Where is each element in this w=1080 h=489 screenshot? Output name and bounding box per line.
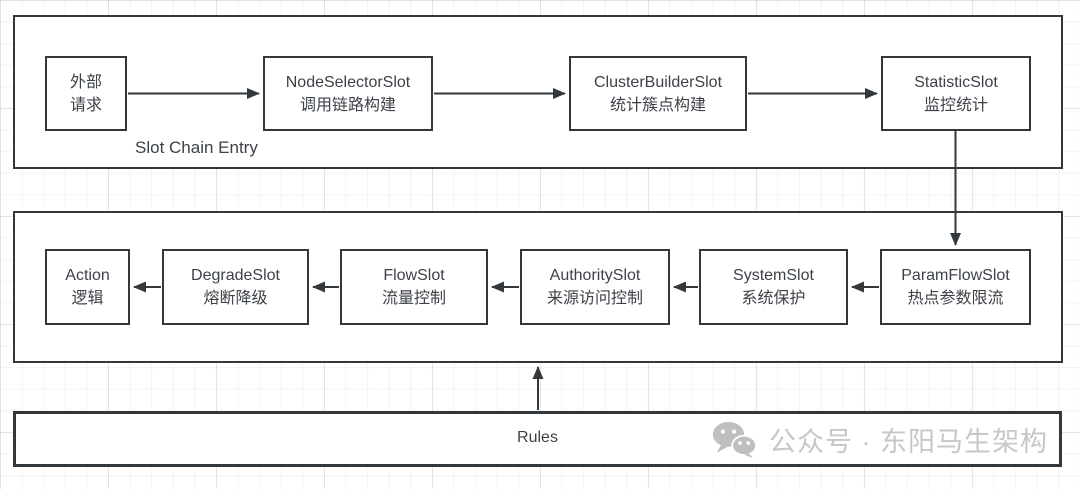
node-node-selector-slot: NodeSelectorSlot 调用链路构建 xyxy=(263,56,433,131)
node-label-zh: 流量控制 xyxy=(381,290,446,307)
node-label-en: FlowSlot xyxy=(383,267,445,284)
node-label-zh: 统计簇点构建 xyxy=(609,96,706,114)
node-label-zh: 调用链路构建 xyxy=(299,96,396,114)
node-label-en: 外部 xyxy=(69,73,102,91)
node-authority-slot: AuthoritySlot 来源访问控制 xyxy=(520,249,670,325)
node-label-en: ParamFlowSlot xyxy=(901,267,1010,284)
node-degrade-slot: DegradeSlot 熔断降级 xyxy=(162,249,309,325)
node-statistic-slot: StatisticSlot 监控统计 xyxy=(881,56,1031,131)
node-label-zh: 逻辑 xyxy=(71,290,104,307)
node-label-en: Action xyxy=(65,267,110,284)
node-label-en: NodeSelectorSlot xyxy=(285,73,411,91)
node-flow-slot: FlowSlot 流量控制 xyxy=(340,249,488,325)
slot-chain-entry-label: Slot Chain Entry xyxy=(135,138,258,157)
node-label-zh: 熔断降级 xyxy=(203,290,268,307)
node-label-zh: 热点参数限流 xyxy=(907,290,1004,307)
node-action: Action 逻辑 xyxy=(45,249,130,325)
node-external-request: 外部 请求 xyxy=(45,56,127,131)
node-label-en: DegradeSlot xyxy=(191,267,280,284)
node-label-en: ClusterBuilderSlot xyxy=(593,73,723,91)
node-label-en: SystemSlot xyxy=(733,267,814,284)
node-label-zh: 请求 xyxy=(69,96,102,114)
watermark: 公众号 · 东阳马生架构 xyxy=(711,420,1048,458)
node-system-slot: SystemSlot 系统保护 xyxy=(699,249,848,325)
node-cluster-builder-slot: ClusterBuilderSlot 统计簇点构建 xyxy=(569,56,747,131)
node-label-en: StatisticSlot xyxy=(914,73,998,91)
node-label-en: AuthoritySlot xyxy=(549,267,641,284)
node-label-zh: 监控统计 xyxy=(923,96,988,114)
rules-box xyxy=(13,411,1062,467)
watermark-text: 公众号 · 东阳马生架构 xyxy=(769,426,1048,457)
node-label-zh: 系统保护 xyxy=(741,290,806,307)
wechat-icon xyxy=(711,419,757,459)
rules-label: Rules xyxy=(517,429,558,446)
node-param-flow-slot: ParamFlowSlot 热点参数限流 xyxy=(880,249,1031,325)
node-label-zh: 来源访问控制 xyxy=(546,290,643,307)
